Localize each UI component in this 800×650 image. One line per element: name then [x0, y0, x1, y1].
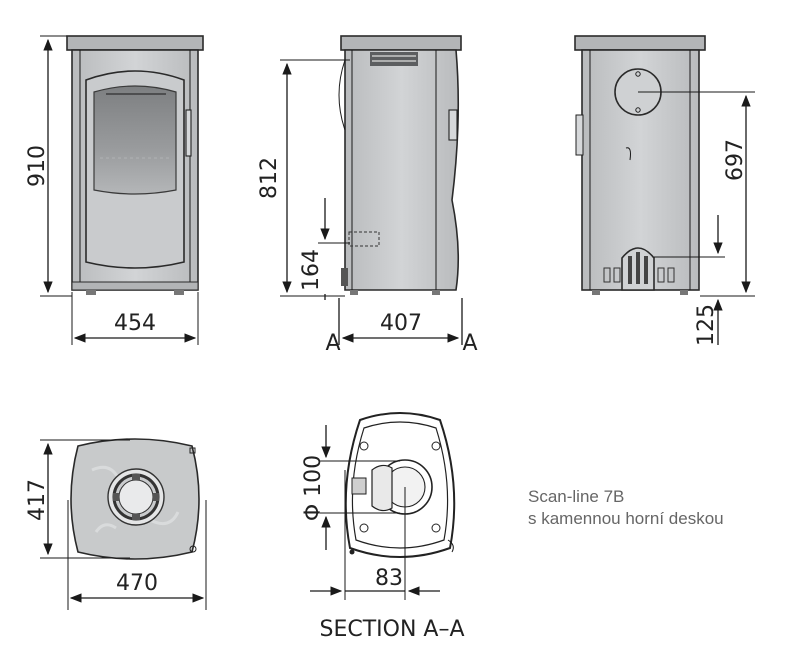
top-view: 417 470 — [25, 438, 207, 610]
back-view: 697 125 — [574, 35, 755, 346]
dim-back-outlet: 697 — [723, 139, 748, 181]
dim-front-height: 910 — [25, 145, 50, 187]
product-subtitle: s kamennou horní deskou — [528, 509, 724, 528]
dim-top-width: 470 — [116, 571, 158, 596]
section-marker-left: A — [325, 331, 340, 356]
back-stone-top — [574, 35, 706, 51]
side-view: 812 164 A A 407 — [257, 35, 478, 356]
side-stone-top — [340, 35, 462, 51]
front-door-handle — [185, 109, 192, 157]
front-view: 910 454 — [25, 35, 204, 345]
front-glass — [93, 85, 177, 195]
dim-section-diameter: Φ 100 — [301, 455, 326, 521]
dim-section-offset: 83 — [375, 566, 403, 591]
dim-side-inlet: 164 — [299, 249, 324, 291]
dim-side-depth: 407 — [380, 311, 422, 336]
section-view: Φ 100 83 SECTION A–A — [301, 412, 465, 642]
side-door-handle — [448, 109, 458, 141]
dim-back-inlet: 125 — [694, 304, 719, 346]
dim-side-height: 812 — [257, 157, 282, 199]
front-stone-top — [66, 35, 204, 51]
dim-top-depth: 417 — [25, 479, 50, 521]
product-title: Scan-line 7B — [528, 487, 625, 506]
section-title: SECTION A–A — [319, 617, 464, 642]
side-body — [344, 49, 460, 291]
section-marker-right: A — [462, 331, 477, 356]
product-caption: Scan-line 7B s kamennou horní deskou — [528, 486, 724, 530]
dim-front-width: 454 — [114, 311, 156, 336]
